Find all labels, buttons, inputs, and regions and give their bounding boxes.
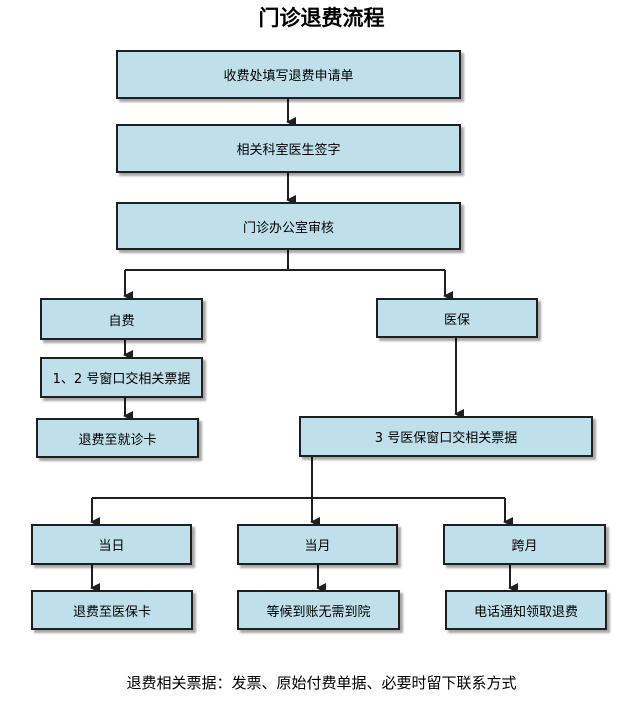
step-window3: 3 号医保窗口交相关票据 [299,416,593,457]
step-doctor-sign: 相关科室医生签字 [116,124,461,173]
branch-same-day: 当日 [31,524,192,565]
footer-note: 退费相关票据：发票、原始付费单据、必要时留下联系方式 [126,674,517,692]
branch-insurance: 医保 [376,298,538,338]
step-window12: 1、2 号窗口交相关票据 [40,357,203,398]
step-apply: 收费处填写退费申请单 [116,50,461,99]
result-phone-notify: 电话通知领取退费 [445,590,607,630]
branch-cross-month: 跨月 [443,524,606,565]
step-office-review: 门诊办公室审核 [116,202,461,250]
result-to-insurance-card: 退费至医保卡 [31,590,193,630]
result-to-card: 退费至就诊卡 [36,418,199,458]
result-wait-account: 等候到账无需到院 [237,590,400,630]
branch-same-month: 当月 [237,524,398,565]
diagram-title: 门诊退费流程 [258,5,385,30]
branch-selfpay: 自费 [40,298,203,340]
